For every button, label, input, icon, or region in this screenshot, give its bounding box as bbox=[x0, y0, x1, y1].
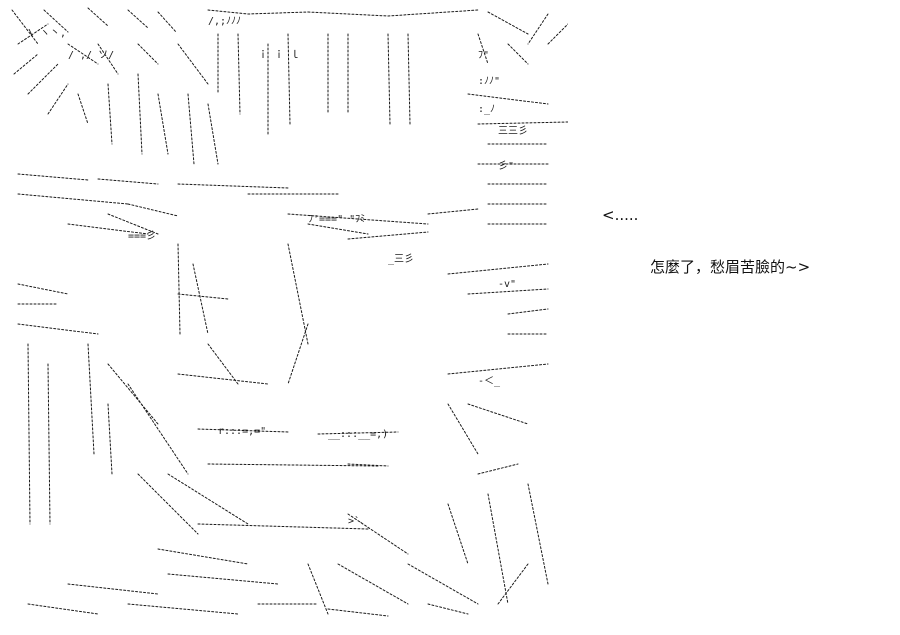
ascii-fragment: 三三彡 bbox=[498, 126, 528, 137]
speech-text: <..... 怎麼了，愁眉苦臉的~> bbox=[600, 205, 890, 285]
ascii-fragment: >`､ bbox=[348, 515, 365, 527]
ascii-fragment: 彡" bbox=[498, 161, 514, 172]
ascii-fragment: ===彡 bbox=[128, 231, 156, 242]
ascii-fragment: \ ヽ丶, bbox=[28, 28, 66, 39]
ascii-fragment: / ,/ ソ/ bbox=[68, 50, 114, 61]
ascii-fragment: -v" bbox=[498, 279, 516, 290]
ascii-fragment: ｉ ｉ ｌ bbox=[258, 49, 300, 61]
speech-bracket: <..... bbox=[602, 206, 639, 224]
ascii-art-drawing: \ ヽ丶, /,;ﾉﾉﾉ / ,/ ソ/ ｉ ｉ ｌ ﾌ" :ﾉﾉ" :_ﾉ 三… bbox=[11, 7, 568, 617]
ascii-art-face: \ ヽ丶, /,;ﾉﾉﾉ / ,/ ソ/ ｉ ｉ ｌ ﾌ" :ﾉﾉ" :_ﾉ 三… bbox=[8, 4, 568, 629]
ascii-fragment: -＜_ bbox=[478, 376, 501, 387]
ascii-fragment: ﾌ" bbox=[478, 50, 489, 61]
ascii-fragment: /,;ﾉﾉﾉ bbox=[208, 16, 241, 27]
ascii-fragment: :_ﾉ bbox=[478, 104, 495, 115]
ascii-fragment: :ﾉﾉ" bbox=[478, 76, 500, 87]
ascii-fragment: _三彡 bbox=[388, 254, 414, 265]
ascii-fragment: ﾌ'===" "ﾌﾐ bbox=[308, 214, 365, 225]
ascii-fragment: r:::=,=" bbox=[218, 426, 266, 437]
ascii-fragment: __:::__=,) bbox=[328, 429, 388, 440]
speech-caption: 怎麼了，愁眉苦臉的~> bbox=[650, 258, 811, 276]
